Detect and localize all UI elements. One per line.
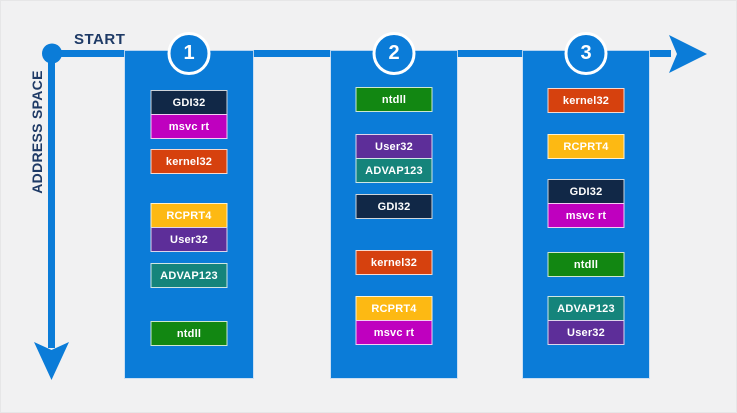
dll-box-kernel32: kernel32 — [547, 88, 625, 113]
dll-box-rcprt4: RCPRT4 — [355, 296, 433, 321]
dll-box-msvc-rt: msvc rt — [547, 203, 625, 228]
address-space-label: ADDRESS SPACE — [29, 70, 45, 194]
dll-box-advap123: ADVAP123 — [150, 263, 228, 288]
dll-box-user32: User32 — [150, 227, 228, 252]
dll-box-ntdll: ntdll — [150, 321, 228, 346]
step-1-badge: 1 — [167, 32, 211, 75]
dll-box-gdi32: GDI32 — [150, 90, 228, 115]
dll-box-ntdll: ntdll — [547, 252, 625, 277]
dll-box-ntdll: ntdll — [355, 87, 433, 112]
dll-box-advap123: ADVAP123 — [547, 296, 625, 321]
dll-box-rcprt4: RCPRT4 — [150, 203, 228, 228]
dll-box-user32: User32 — [547, 320, 625, 345]
right-arrowhead-icon — [669, 35, 707, 73]
dll-box-msvc-rt: msvc rt — [355, 320, 433, 345]
dll-box-rcprt4: RCPRT4 — [547, 134, 625, 159]
dll-box-kernel32: kernel32 — [150, 149, 228, 174]
dll-box-gdi32: GDI32 — [355, 194, 433, 219]
address-space-line — [48, 53, 55, 348]
step-2-badge: 2 — [372, 32, 416, 75]
dll-box-user32: User32 — [355, 134, 433, 159]
dll-box-advap123: ADVAP123 — [355, 158, 433, 183]
dll-box-msvc-rt: msvc rt — [150, 114, 228, 139]
dll-box-gdi32: GDI32 — [547, 179, 625, 204]
dll-box-kernel32: kernel32 — [355, 250, 433, 275]
start-label: START — [74, 31, 126, 48]
step-3-badge: 3 — [564, 32, 608, 75]
down-arrowhead-icon — [34, 342, 69, 380]
